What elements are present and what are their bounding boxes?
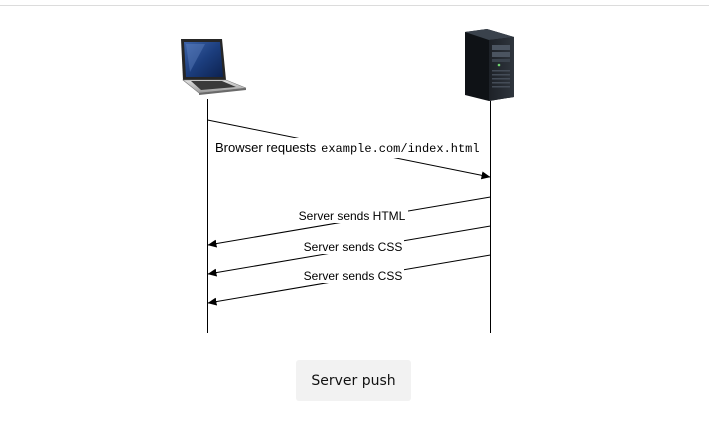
- response-label-html: Server sends HTML: [299, 209, 406, 223]
- server-tower-icon: [465, 29, 514, 101]
- request-label-prefix: Browser requests: [215, 140, 317, 155]
- response-label-css-1-bg: [302, 238, 404, 254]
- top-divider: [0, 5, 709, 6]
- request-label-resource: example.com/index.html: [321, 142, 479, 156]
- request-label: Browser requests example.com/index.html: [215, 140, 480, 156]
- response-label-html-bg: [296, 207, 408, 223]
- server-push-caption-label: Server push: [311, 372, 396, 389]
- response-label-css-1: Server sends CSS: [304, 240, 403, 254]
- response-label-css-2-bg: [302, 267, 404, 283]
- server-push-caption-button[interactable]: Server push: [296, 360, 411, 401]
- request-label-bg: [213, 138, 489, 158]
- laptop-icon: [181, 39, 247, 95]
- response-label-css-2: Server sends CSS: [304, 269, 403, 283]
